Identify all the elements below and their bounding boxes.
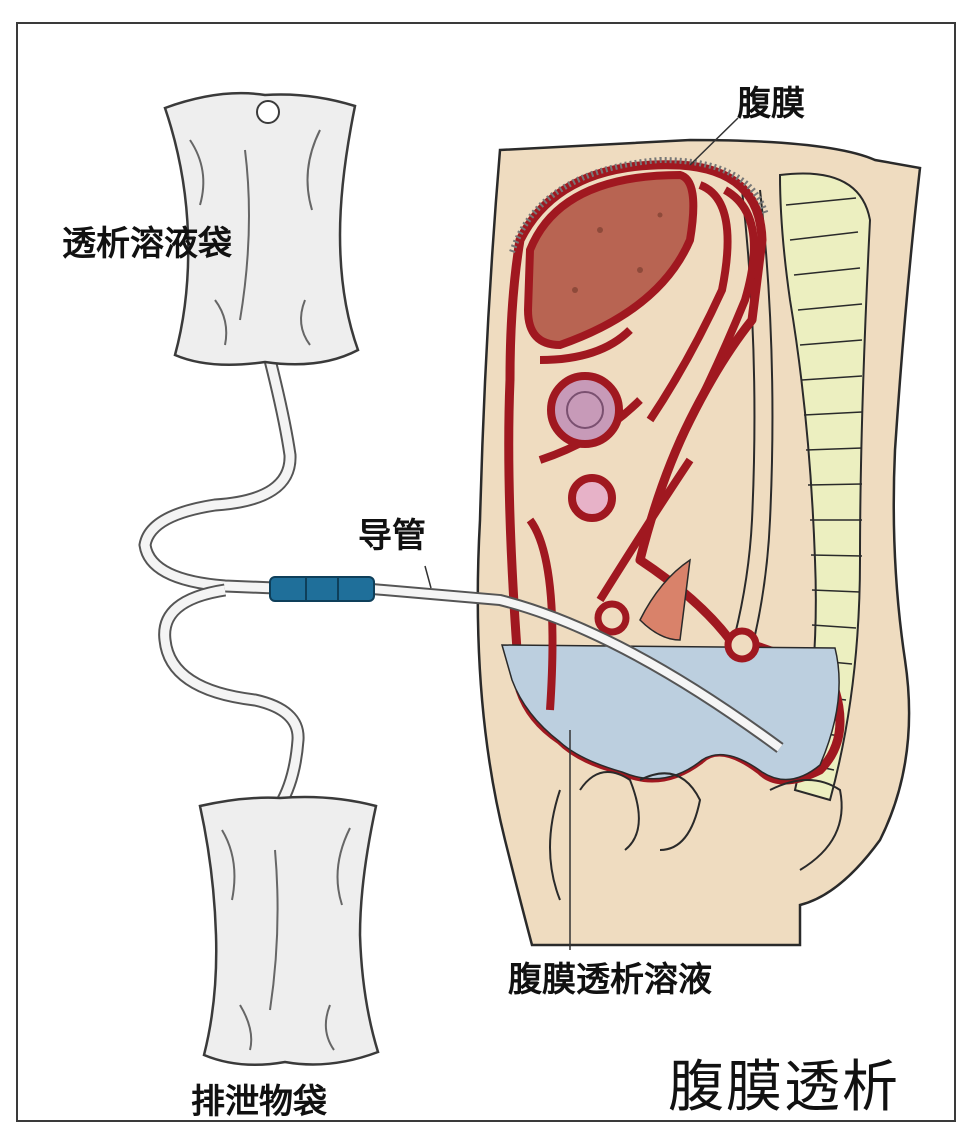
label-peritoneum: 腹膜: [737, 84, 805, 124]
label-waste-bag: 排泄物袋: [191, 1082, 327, 1122]
catheter-connector: [269, 576, 375, 602]
abdomen-cross-section: [476, 138, 922, 947]
peritoneum-band: [509, 156, 769, 253]
label-catheter: 导管: [358, 516, 426, 556]
figure-title: 腹膜透析: [668, 1055, 900, 1120]
tubing-upper: [138, 358, 297, 595]
dialysate-fluid: [501, 644, 840, 781]
label-peritoneal-dialysis-solution: 腹膜透析溶液: [508, 960, 712, 1000]
intestines: [526, 181, 758, 711]
waste-bag: [198, 795, 380, 1066]
label-dialysis-solution-bag: 透析溶液袋: [62, 224, 232, 264]
intestine-section: [568, 474, 616, 522]
stomach-section: [547, 372, 623, 448]
peritoneum-leader-line: [689, 117, 739, 166]
bladder-section: [594, 600, 630, 636]
dialysis-solution-bag: [163, 91, 360, 366]
liver: [523, 170, 698, 350]
